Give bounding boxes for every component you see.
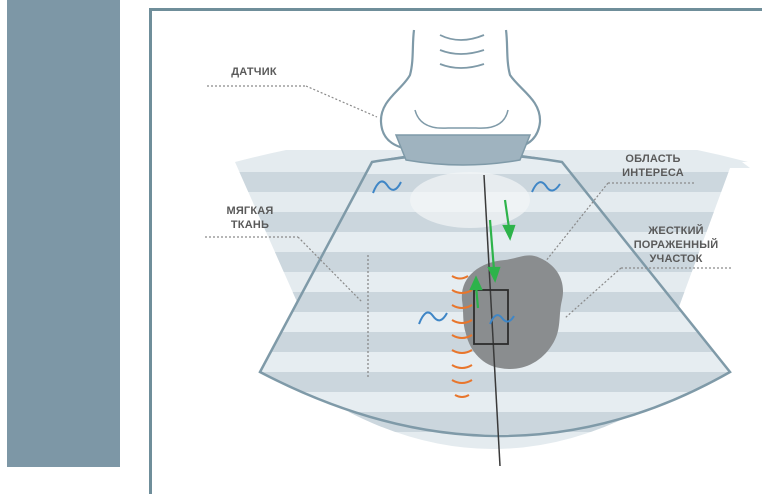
soft-tissue-label-line2: ТКАНЬ bbox=[210, 218, 290, 232]
roi-label: ОБЛАСТЬ ИНТЕРЕСА bbox=[610, 152, 696, 180]
roi-label-line1: ОБЛАСТЬ bbox=[610, 152, 696, 166]
soft-tissue-label: МЯГКАЯ ТКАНЬ bbox=[210, 204, 290, 232]
stiff-lesion-label: ЖЕСТКИЙ ПОРАЖЕННЫЙ УЧАСТОК bbox=[618, 224, 734, 266]
stiff-lesion-label-line1: ЖЕСТКИЙ bbox=[618, 224, 734, 238]
transducer-label: ДАТЧИК bbox=[212, 65, 296, 79]
stiff-lesion-label-line3: УЧАСТОК bbox=[618, 252, 734, 266]
roi-label-line2: ИНТЕРЕСА bbox=[610, 166, 696, 180]
stiff-lesion-label-line2: ПОРАЖЕННЫЙ bbox=[618, 238, 734, 252]
soft-tissue-label-line1: МЯГКАЯ bbox=[210, 204, 290, 218]
